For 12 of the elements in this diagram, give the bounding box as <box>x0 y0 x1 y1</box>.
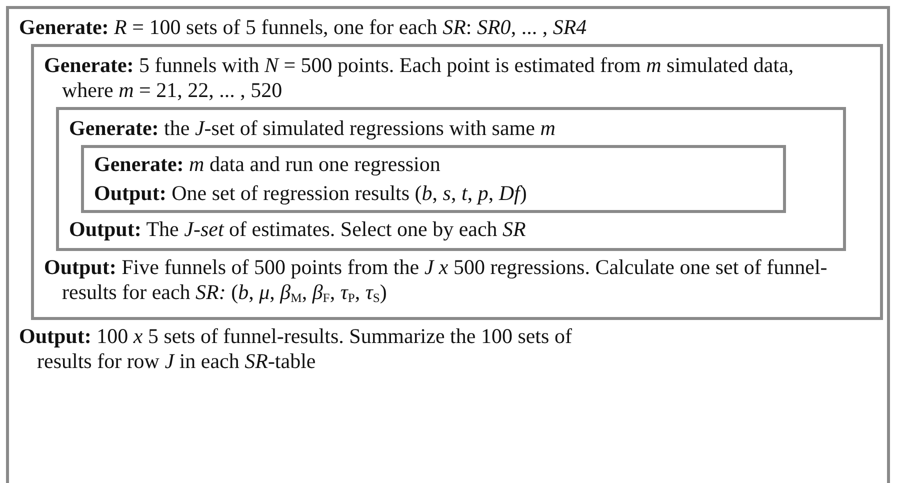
step-text: Generate: m data and run one regression <box>94 152 442 177</box>
step-text: Generate: 5 funnels with N = 500 points. Each point is estimated from m simulated data, where m = 21, 22, ... , 520 <box>44 53 795 103</box>
step-text: Output: 100 x 5 sets of funnel-results. Summarize the 100 sets of results for row J in each SR-table <box>19 324 573 374</box>
nested-box <box>56 107 846 251</box>
step-text: Generate: R = 100 sets of 5 funnels, one for each SR: SR0, ... , SR4 <box>19 15 588 40</box>
step-text: Generate: the J-set of simulated regressions with same m <box>69 116 556 141</box>
nested-box <box>31 44 883 320</box>
step-text: Output: One set of regression results (b, s, t, p, Df) <box>94 181 528 206</box>
nested-box <box>81 145 786 213</box>
step-text: Output: The J-set of estimates. Select one by each SR <box>69 217 527 242</box>
step-text: Output: Five funnels of 500 points from the J x 500 regressions. Calculate one set of funnel-results for each SR: (b, μ, β$_{M}$, β$_{F}$, τ$_{P}$, τ$_{S}$) <box>44 255 828 308</box>
nested-box <box>6 6 890 483</box>
